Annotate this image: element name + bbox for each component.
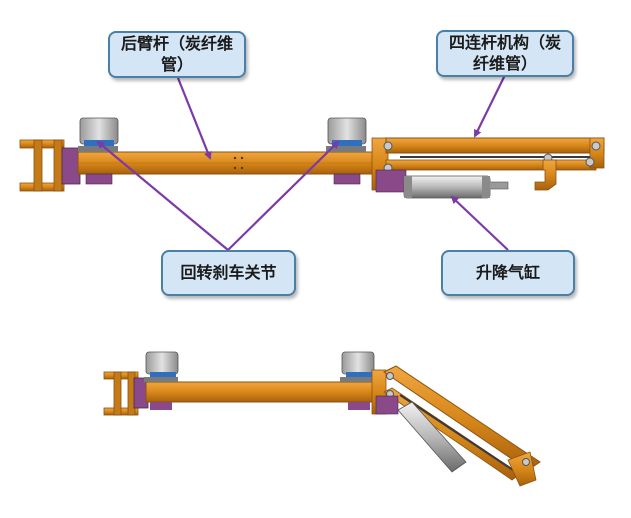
bottom-assembly [103, 351, 541, 487]
leader-rear-arm [176, 77, 212, 160]
callout-lift-cylinder: 升降气缸 [441, 250, 575, 296]
top-assembly [19, 117, 605, 199]
callout-four-bar: 四连杆机构（炭纤维管） [436, 30, 574, 77]
leader-brake-right [227, 140, 340, 251]
lift-cylinder [403, 175, 509, 199]
leader-lift-cylinder [450, 195, 509, 251]
callout-rear-arm-text: 后臂杆（炭纤维管） [120, 33, 233, 74]
rear-arm-beam-bottom [145, 381, 379, 403]
mount-bracket-bottom [103, 371, 149, 416]
callout-brake-joint-text: 回转刹车关节 [180, 262, 277, 282]
callout-four-bar-text: 四连杆机构（炭纤维管） [448, 32, 561, 73]
four-bar-linkage [371, 137, 605, 193]
leader-brake-left [96, 140, 229, 251]
leader-lines [96, 74, 509, 251]
callout-lift-cylinder-text: 升降气缸 [475, 262, 540, 282]
four-bar-linkage-bottom [371, 365, 541, 487]
leader-four-bar [474, 74, 506, 138]
brake-joint-right [326, 117, 367, 185]
callout-brake-joint: 回转刹车关节 [161, 250, 296, 296]
brake-joint-right-bottom [340, 351, 375, 410]
callout-rear-arm: 后臂杆（炭纤维管） [108, 31, 246, 78]
brake-joint-left-bottom [144, 351, 179, 410]
mount-bracket [19, 139, 81, 192]
